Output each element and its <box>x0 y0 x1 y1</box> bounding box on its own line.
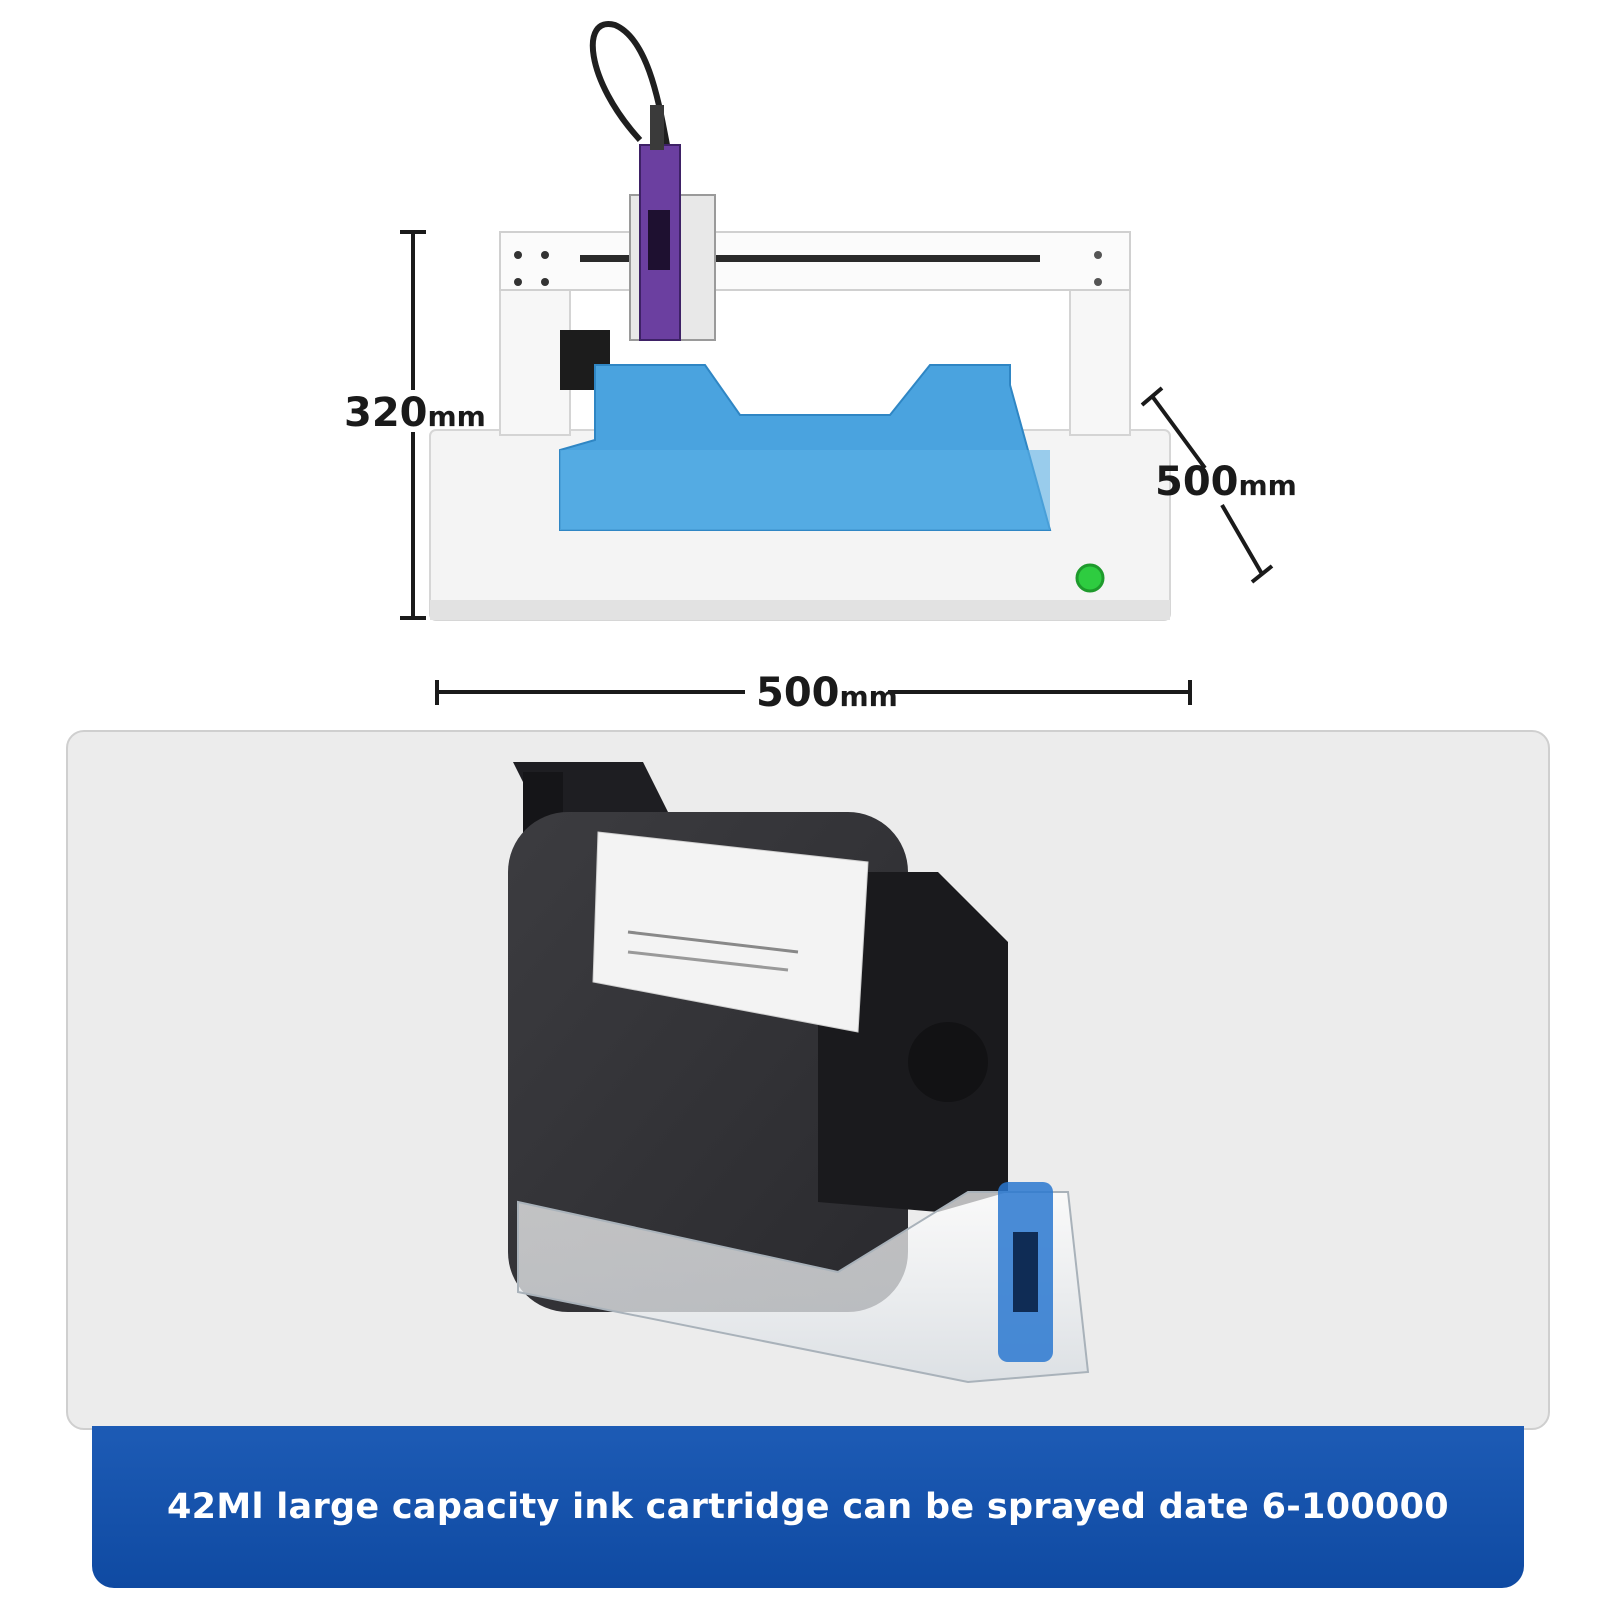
height-label: 320mm <box>344 393 486 433</box>
start-button <box>1075 563 1105 593</box>
ink-cartridge-illustration <box>508 762 1090 1384</box>
depth-dimension-line <box>1140 386 1274 584</box>
width-unit: mm <box>839 680 898 713</box>
depth-unit: mm <box>1238 469 1297 502</box>
height-value: 320 <box>344 390 428 436</box>
width-dimension-line <box>435 680 1192 705</box>
printer-illustration <box>400 21 1274 705</box>
width-label: 500mm <box>756 673 898 713</box>
depth-label: 500mm <box>1155 462 1297 502</box>
height-dimension-line <box>400 230 426 620</box>
cartridge-clear-holder <box>517 1191 1090 1384</box>
cartridge-label <box>592 831 869 1033</box>
cartridge-panel <box>66 730 1550 1430</box>
caption-banner: 42Ml large capacity ink cartridge can be… <box>92 1426 1524 1588</box>
height-unit: mm <box>427 400 486 433</box>
cartridge-side <box>818 872 1008 1212</box>
width-value: 500 <box>756 670 840 716</box>
caption-text: 42Ml large capacity ink cartridge can be… <box>167 1487 1449 1527</box>
depth-value: 500 <box>1155 459 1239 505</box>
